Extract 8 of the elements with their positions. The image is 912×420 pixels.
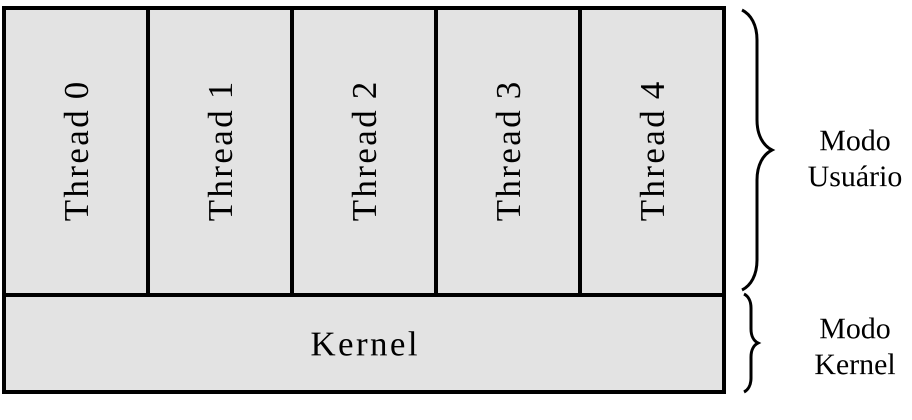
kernel-box: Kernel (2, 293, 726, 394)
thread-box: Thread 4 (578, 6, 726, 297)
thread-box: Thread 0 (2, 6, 150, 297)
thread-box: Thread 3 (434, 6, 582, 297)
mode-label: Modo Usuário (808, 130, 902, 186)
thread-box: Thread 1 (146, 6, 294, 297)
thread-box: Thread 2 (290, 6, 438, 297)
mode-label: Modo Kernel (815, 318, 896, 374)
